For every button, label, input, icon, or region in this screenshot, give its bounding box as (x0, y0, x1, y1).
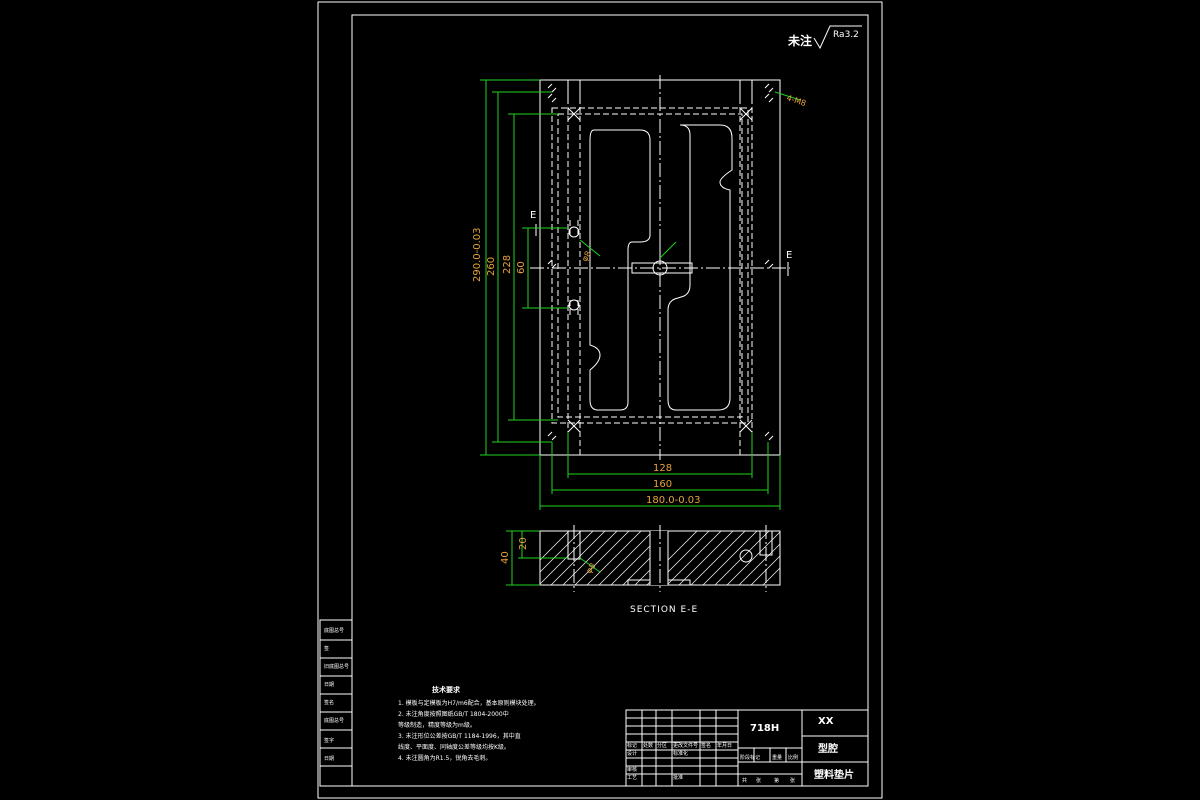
strip-label-6: 签字 (324, 737, 334, 744)
tech-notes-title: 技术要求 (432, 685, 461, 694)
vertical-dimensions: 290.0-0.03 260 228 60 (472, 79, 568, 456)
dim-w128: 128 (653, 463, 672, 474)
ejector-hole-lower (568, 299, 580, 311)
tb-sheet-label-0: 共 (742, 777, 747, 784)
tb-std-label: 标准化 (673, 750, 688, 757)
dim-h60: 60 (516, 261, 527, 274)
dim-height-total: 290.0-0.03 (472, 227, 483, 282)
section-caption: SECTION E-E (630, 605, 698, 615)
strip-label-5: 底图总号 (324, 717, 344, 724)
plan-view: E E 4-M8 φ8 (530, 75, 807, 460)
hole-callout: φ8 (580, 250, 593, 263)
tb-role-label-0: 设计 (627, 750, 637, 757)
roughness-symbol: 未注 Ra3.2 (787, 25, 862, 50)
right-cavity (667, 124, 733, 411)
left-margin-strip: 底图总号 签 旧底图总号 日期 签名 底图总号 签字 日期 (319, 619, 353, 787)
tb-row-label-1: 处数 (643, 742, 653, 749)
tb-name-bottom: 塑料垫片 (814, 768, 854, 781)
title-block: 标记 处数 分区 更改文件号 签名 年月日 设计 标准化 审核 工艺 批准 阶段… (625, 709, 869, 787)
tb-sheet-label-2: 第 (774, 777, 779, 784)
tb-name-top: XX (818, 716, 834, 727)
tb-sheet-label-3: 张 (790, 777, 795, 784)
tb-row-label-0: 标记 (627, 742, 637, 749)
tb-stage-label-0: 阶段标记 (740, 754, 760, 761)
dim-section-h20: 20 (518, 537, 529, 550)
thread-callout: 4-M8 (785, 93, 807, 108)
sheet-outer-border (317, 1, 883, 799)
dim-w160: 160 (653, 479, 672, 490)
tb-role-label-2: 工艺 (627, 775, 637, 781)
technical-notes: 技术要求 1. 模板与定模板为H7/m6配合，基本原则模块处理。 2. 未注角度… (398, 685, 540, 762)
tb-name-mid: 型腔 (818, 742, 838, 755)
tb-row-label-2: 分区 (657, 742, 667, 749)
ejector-hole-upper (568, 226, 580, 238)
tech-note-line-4: 线度、平面度、同轴度公差等级均按K级。 (398, 743, 510, 751)
tb-stage-label-2: 比例 (788, 754, 798, 761)
tb-sheet-label-1: 张 (756, 777, 761, 784)
thread-marks (547, 83, 774, 441)
tb-row-label-5: 年月日 (717, 742, 732, 749)
tech-note-line-2: 等级制造，精度等级为m级。 (398, 721, 476, 729)
sheet-inner-border (351, 14, 869, 787)
tb-role-label-1: 审核 (627, 766, 637, 773)
tech-note-line-5: 4. 未注圆角为R1.5，锐角去毛刺。 (398, 754, 491, 762)
left-cavity (589, 129, 651, 411)
section-marker-left: E (530, 210, 536, 221)
dim-h228: 228 (502, 255, 513, 274)
strip-label-4: 签名 (324, 699, 334, 706)
roughness-value: Ra3.2 (833, 30, 859, 40)
tech-note-line-3: 3. 未注形位公差按GB/T 1184-1996，其中直 (398, 732, 521, 740)
pocket-dashed-outline (551, 107, 749, 424)
strip-label-7: 日期 (324, 756, 334, 762)
horizontal-dimensions: 128 160 180.0-0.03 (539, 432, 781, 510)
dim-h260: 260 (486, 257, 497, 276)
tb-role-label-3: 批准 (673, 774, 683, 781)
strip-label-0: 底图总号 (324, 627, 344, 634)
tb-material: 718H (750, 723, 779, 734)
section-phi-callout: φ8 (584, 561, 597, 575)
section-view: 40 20 φ8 SECTION E-E (500, 525, 781, 615)
runner-slot (631, 262, 693, 274)
strip-label-3: 日期 (324, 682, 334, 688)
tech-note-line-0: 1. 模板与定模板为H7/m6配合，基本原则模块处理。 (398, 699, 540, 707)
strip-label-1: 签 (324, 645, 329, 652)
tb-row-label-4: 签名 (701, 742, 711, 749)
dim-w180: 180.0-0.03 (646, 495, 701, 506)
tb-row-label-3: 更改文件号 (673, 742, 698, 749)
section-marker-right: E (786, 250, 792, 261)
dim-section-h40: 40 (500, 551, 511, 564)
tech-note-line-1: 2. 未注角度按照图纸GB/T 1804-2000中 (398, 710, 509, 718)
roughness-label: 未注 (787, 33, 812, 48)
tb-stage-label-1: 重量 (772, 754, 782, 761)
strip-label-2: 旧底图总号 (324, 663, 349, 670)
